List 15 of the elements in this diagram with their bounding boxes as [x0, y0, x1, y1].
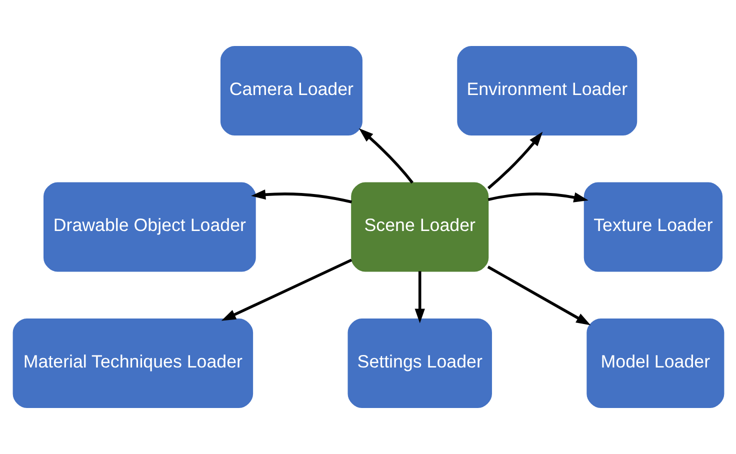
- arrow: [250, 190, 352, 204]
- node-box: Drawable Object Loader: [43, 182, 256, 272]
- node-box: Scene Loader: [350, 182, 488, 272]
- node-box: Environment Loader: [456, 46, 637, 136]
- arrow: [486, 132, 542, 190]
- node-box: Material Techniques Loader: [12, 318, 253, 408]
- arrow: [487, 192, 588, 202]
- node-box: Model Loader: [586, 318, 724, 408]
- arrow: [486, 266, 590, 326]
- node-box: Settings Loader: [347, 318, 492, 408]
- arrow: [358, 128, 413, 184]
- arrow: [220, 258, 352, 321]
- node-box: Texture Loader: [583, 182, 722, 272]
- arrow: [414, 271, 424, 324]
- node-box: Camera Loader: [220, 46, 362, 136]
